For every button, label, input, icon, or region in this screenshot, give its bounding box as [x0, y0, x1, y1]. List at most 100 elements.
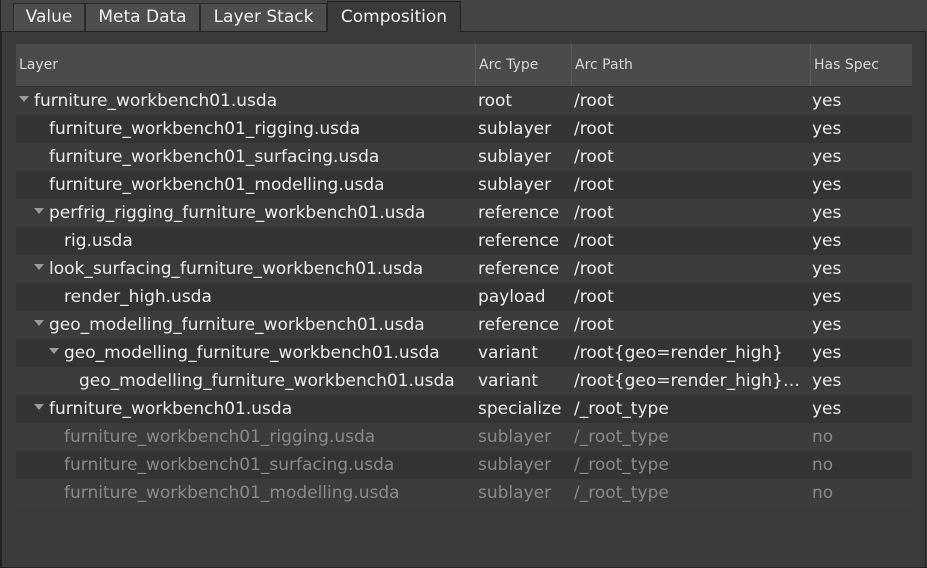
arc-path-cell: /_root_type	[574, 423, 810, 451]
layer-name: furniture_workbench01_rigging.usda	[64, 427, 376, 447]
table-header: Layer Arc Type Arc Path Has Spec	[16, 44, 912, 87]
arc-path-text: /_root_type	[574, 427, 669, 447]
expand-arrow-icon[interactable]	[34, 320, 44, 326]
layer-name: perfrig_rigging_furniture_workbench01.us…	[49, 203, 426, 223]
arc-path-text: /root	[574, 175, 614, 195]
arc-path-text: /root	[574, 147, 614, 167]
table-row[interactable]: furniture_workbench01_rigging.usda sublay…	[16, 423, 912, 451]
has-spec-cell: yes	[812, 259, 842, 279]
column-header-arc-path[interactable]: Arc Path	[572, 44, 811, 86]
composition-tab-content: Layer Arc Type Arc Path Has Spec furnitu…	[1, 31, 926, 567]
layer-cell: render_high.usda	[16, 283, 474, 311]
layer-name: furniture_workbench01_surfacing.usda	[49, 147, 380, 167]
table-row[interactable]: perfrig_rigging_furniture_workbench01.us…	[16, 199, 912, 227]
has-spec-cell: yes	[812, 147, 842, 167]
arc-path-cell: /root	[574, 143, 810, 171]
arc-path-text: /_root_type	[574, 399, 669, 419]
has-spec-cell: yes	[812, 119, 842, 139]
arc-path-cell: /_root_type	[574, 395, 810, 423]
has-spec-cell: no	[812, 483, 834, 503]
table-row[interactable]: furniture_workbench01_surfacing.usda subl…	[16, 451, 912, 479]
layer-name: furniture_workbench01_rigging.usda	[49, 119, 361, 139]
table-row[interactable]: look_surfacing_furniture_workbench01.usd…	[16, 255, 912, 283]
layer-cell: geo_modelling_furniture_workbench01.usda	[16, 367, 474, 395]
table-row[interactable]: geo_modelling_furniture_workbench01.usda…	[16, 367, 912, 395]
layer-name: render_high.usda	[64, 287, 212, 307]
table-row[interactable]: geo_modelling_furniture_workbench01.usda…	[16, 339, 912, 367]
has-spec-cell: yes	[812, 343, 842, 363]
has-spec-cell: yes	[812, 231, 842, 251]
arc-path-cell: /root	[574, 171, 810, 199]
layer-cell: perfrig_rigging_furniture_workbench01.us…	[16, 199, 474, 227]
arc-type-cell: reference	[478, 203, 560, 223]
layer-name: furniture_workbench01_surfacing.usda	[64, 455, 395, 475]
arc-path-text: /_root_type	[574, 455, 669, 475]
layer-cell: rig.usda	[16, 227, 474, 255]
expand-arrow-icon[interactable]	[19, 96, 29, 102]
arc-type-cell: variant	[478, 371, 539, 391]
expand-arrow-icon[interactable]	[34, 208, 44, 214]
column-header-has-spec[interactable]: Has Spec	[814, 57, 879, 73]
layer-name: look_surfacing_furniture_workbench01.usd…	[49, 259, 424, 279]
arc-path-cell: /root	[574, 311, 810, 339]
layer-cell: furniture_workbench01_modelling.usda	[16, 479, 474, 507]
expand-arrow-icon[interactable]	[34, 404, 44, 410]
arc-path-cell: /root	[574, 255, 810, 283]
arc-type-cell: sublayer	[478, 147, 552, 167]
arc-type-cell: reference	[478, 231, 560, 251]
layer-name: furniture_workbench01_modelling.usda	[49, 175, 385, 195]
expand-arrow-icon[interactable]	[34, 264, 44, 270]
expand-arrow-icon[interactable]	[49, 348, 59, 354]
tab-value[interactable]: Value	[13, 3, 85, 31]
arc-type-cell: sublayer	[478, 483, 552, 503]
has-spec-cell: yes	[812, 175, 842, 195]
arc-type-cell: specialize	[478, 399, 562, 419]
layer-cell: furniture_workbench01_rigging.usda	[16, 423, 474, 451]
arc-type-cell: variant	[478, 343, 539, 363]
layer-cell: furniture_workbench01.usda	[16, 395, 474, 423]
arc-type-cell: sublayer	[478, 175, 552, 195]
table-row[interactable]: furniture_workbench01_surfacing.usda subl…	[16, 143, 912, 171]
composition-table[interactable]: Layer Arc Type Arc Path Has Spec furnitu…	[16, 44, 912, 507]
layer-name: geo_modelling_furniture_workbench01.usda	[79, 371, 455, 391]
layer-name: furniture_workbench01.usda	[34, 91, 278, 111]
arc-path-cell: /root	[574, 199, 810, 227]
arc-path-text: /root	[574, 259, 614, 279]
layer-name: geo_modelling_furniture_workbench01.usda	[49, 315, 425, 335]
arc-path-cell: /root{geo=render_high}{…	[574, 367, 810, 395]
tab-layer-stack[interactable]: Layer Stack	[200, 3, 327, 31]
arc-path-text: /root	[574, 203, 614, 223]
layer-cell: look_surfacing_furniture_workbench01.usd…	[16, 255, 474, 283]
arc-path-text: /root	[574, 231, 614, 251]
arc-path-cell: /root	[574, 227, 810, 255]
arc-path-text: /root{geo=render_high}	[574, 343, 783, 363]
column-header-arc-type[interactable]: Arc Type	[476, 44, 572, 86]
arc-path-cell: /root	[574, 115, 810, 143]
arc-path-cell: /_root_type	[574, 451, 810, 479]
arc-type-cell: sublayer	[478, 427, 552, 447]
arc-path-cell: /_root_type	[574, 479, 810, 507]
arc-type-cell: sublayer	[478, 455, 552, 475]
tab-meta-data[interactable]: Meta Data	[85, 3, 200, 31]
layer-cell: furniture_workbench01.usda	[16, 87, 474, 115]
has-spec-cell: yes	[812, 399, 842, 419]
tab-composition[interactable]: Composition	[327, 1, 461, 32]
arc-path-cell: /root	[574, 87, 810, 115]
layer-cell: geo_modelling_furniture_workbench01.usda	[16, 339, 474, 367]
arc-path-text: /root	[574, 315, 614, 335]
column-header-layer[interactable]: Layer	[16, 44, 476, 86]
table-row[interactable]: geo_modelling_furniture_workbench01.usda…	[16, 311, 912, 339]
arc-path-text: /root	[574, 119, 614, 139]
has-spec-cell: yes	[812, 203, 842, 223]
table-row[interactable]: furniture_workbench01_modelling.usda subl…	[16, 171, 912, 199]
arc-path-text: /root	[574, 287, 614, 307]
arc-path-text: /root{geo=render_high}{…	[574, 371, 810, 391]
